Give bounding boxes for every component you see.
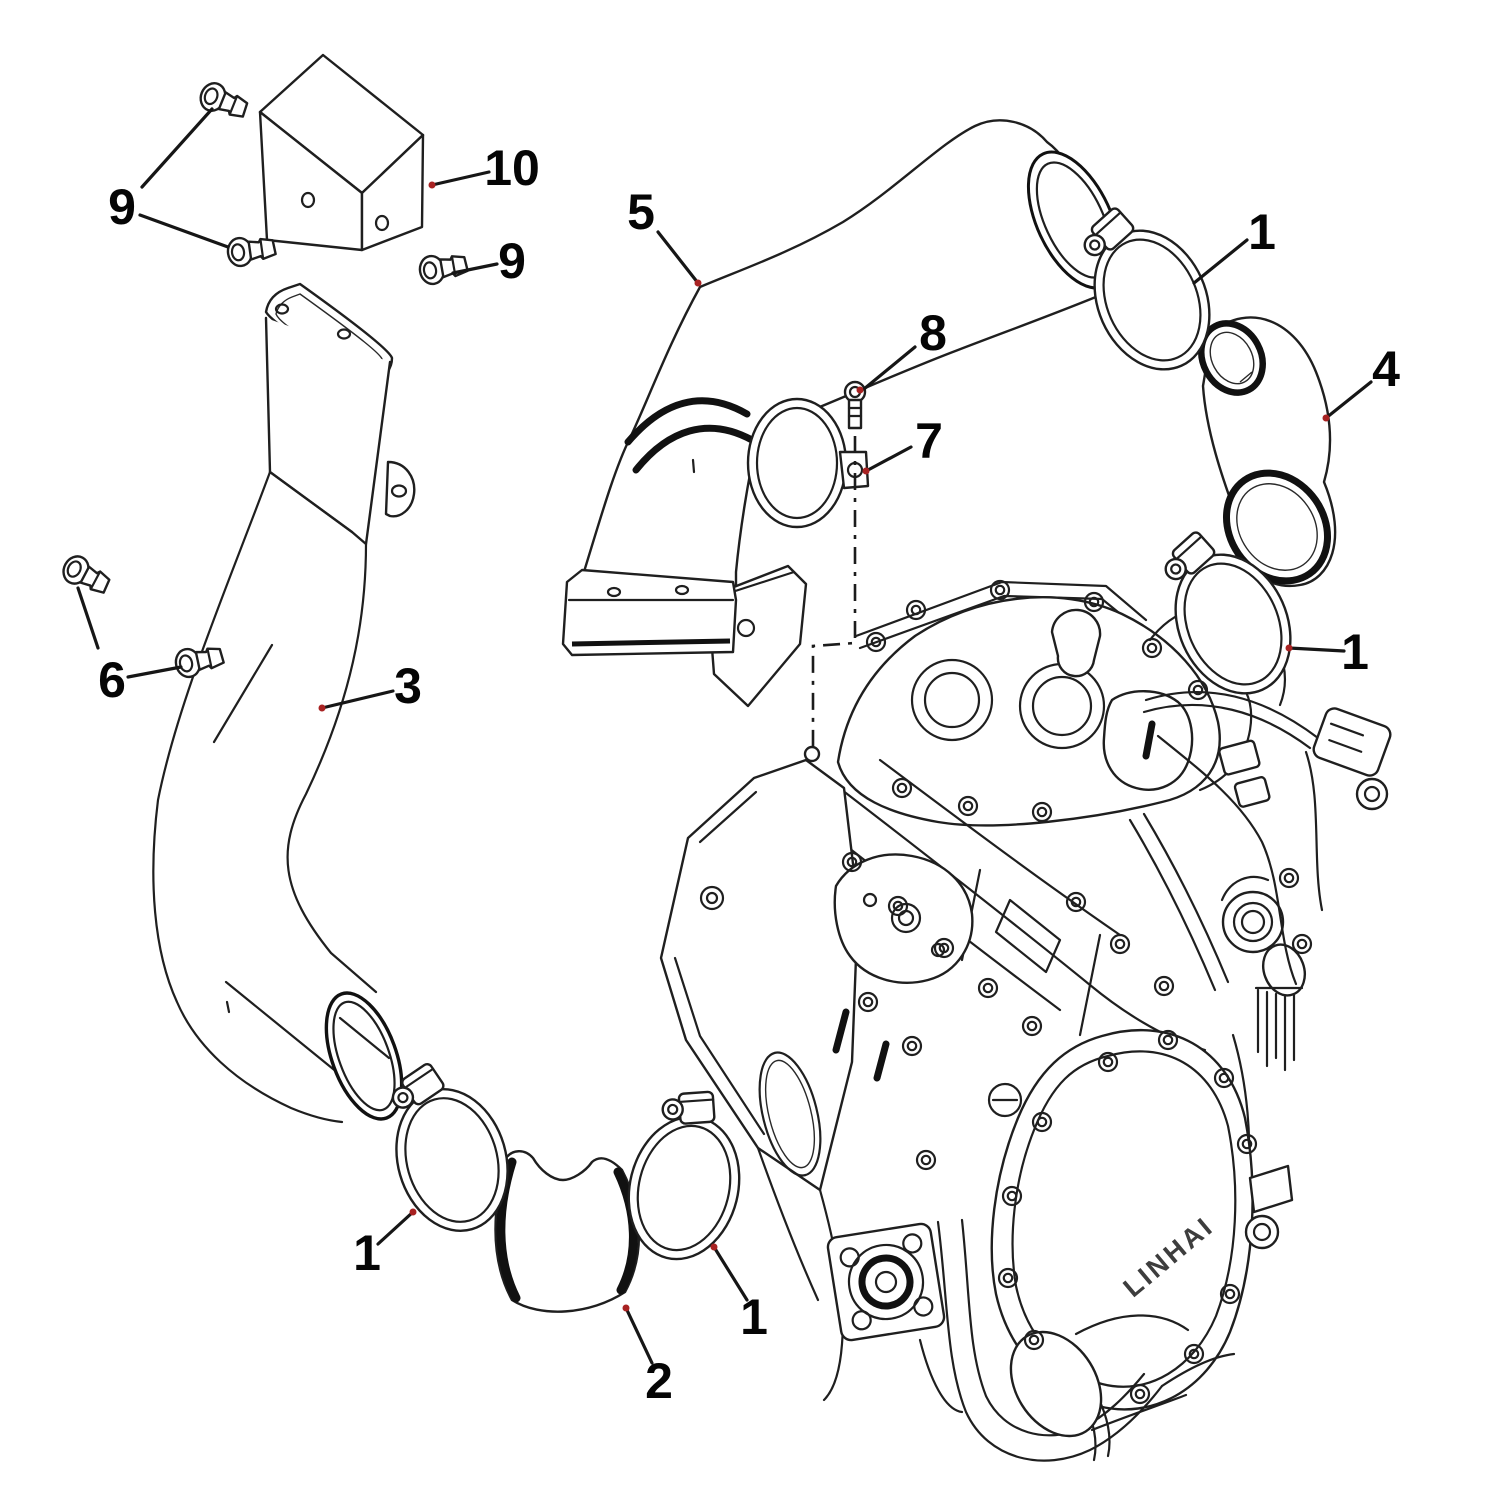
callout-3: 3 [394, 658, 422, 714]
callout-9-left: 9 [108, 179, 136, 235]
callout-9-right: 9 [498, 233, 526, 289]
callout-1-bleft: 1 [353, 1225, 381, 1281]
callout-2: 2 [645, 1353, 673, 1409]
callout-labels: 9 10 9 5 8 7 1 4 1 6 3 1 2 1 [98, 140, 1400, 1409]
screw-9-c [416, 248, 471, 288]
callout-6: 6 [98, 652, 126, 708]
leader-lines [76, 107, 1373, 1365]
bolt-8 [843, 380, 867, 430]
part-5-intake-duct [561, 119, 1122, 657]
callout-1-top: 1 [1248, 204, 1276, 260]
bolt-6-a [57, 550, 115, 600]
callout-1-bmid: 1 [740, 1289, 768, 1345]
callout-5: 5 [627, 184, 655, 240]
part-10-cover-box [258, 53, 425, 252]
clamp-7-ring [746, 397, 870, 529]
callout-8: 8 [919, 305, 947, 361]
engine-assembly: LINHAI [659, 564, 1392, 1462]
part-2-joint-boot [494, 1150, 641, 1313]
callout-10: 10 [484, 140, 540, 196]
part-3-intake-duct [152, 282, 416, 1124]
part-4-elbow-boot [1198, 316, 1337, 588]
callout-4: 4 [1372, 341, 1400, 397]
callout-1-mid: 1 [1341, 624, 1369, 680]
bolt-6-b [172, 640, 227, 681]
leader-end-dots [318, 181, 1330, 1312]
callout-7: 7 [915, 413, 943, 469]
assembly-dash-line [811, 436, 857, 748]
